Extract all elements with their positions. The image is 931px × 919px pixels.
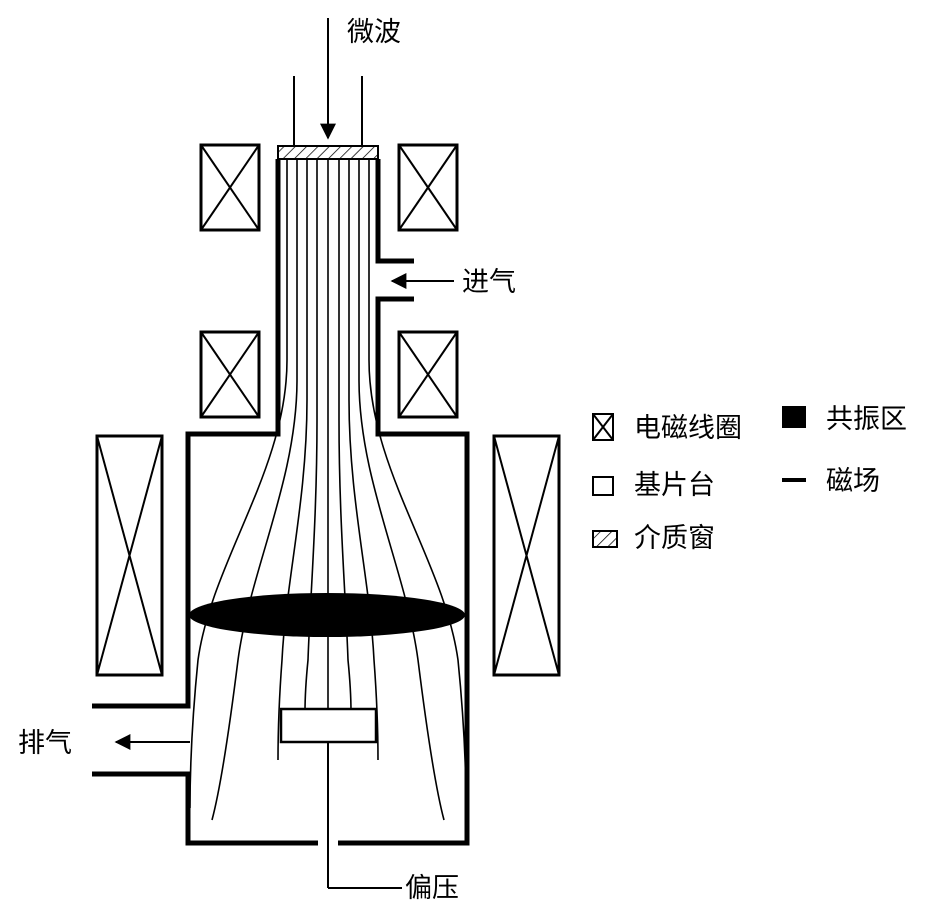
resonance-zone: [189, 593, 465, 637]
coil-upper-right: [397, 143, 459, 232]
legend-coil-label: 电磁线圈: [634, 413, 742, 444]
coil-middle-right: [397, 330, 459, 419]
legend-field-label: 磁场: [826, 466, 880, 497]
exhaust-label: 排气: [18, 728, 72, 759]
substrate-stage: [279, 707, 378, 744]
legend-resonance-label: 共振区: [826, 404, 907, 435]
coil-lower-right: [492, 434, 561, 677]
legend-window-icon: [592, 530, 618, 548]
coil-middle-left: [199, 330, 261, 419]
chamber-wall: [92, 159, 470, 846]
coil-upper-left: [199, 143, 261, 232]
dielectric-window: [277, 145, 379, 160]
gas-inlet-label: 进气: [462, 267, 516, 298]
legend-coil-icon: [592, 413, 614, 441]
legend: 电磁线圈 基片台 介质窗 共振区 磁场: [592, 404, 907, 554]
legend-resonance-icon: [782, 406, 806, 428]
coil-lower-left: [95, 434, 164, 677]
legend-substrate-label: 基片台: [634, 470, 715, 501]
microwave-label: 微波: [347, 17, 401, 48]
legend-window-label: 介质窗: [634, 523, 715, 554]
waveguide: [293, 76, 363, 146]
bias-label: 偏压: [405, 873, 459, 904]
legend-substrate-icon: [592, 476, 614, 496]
